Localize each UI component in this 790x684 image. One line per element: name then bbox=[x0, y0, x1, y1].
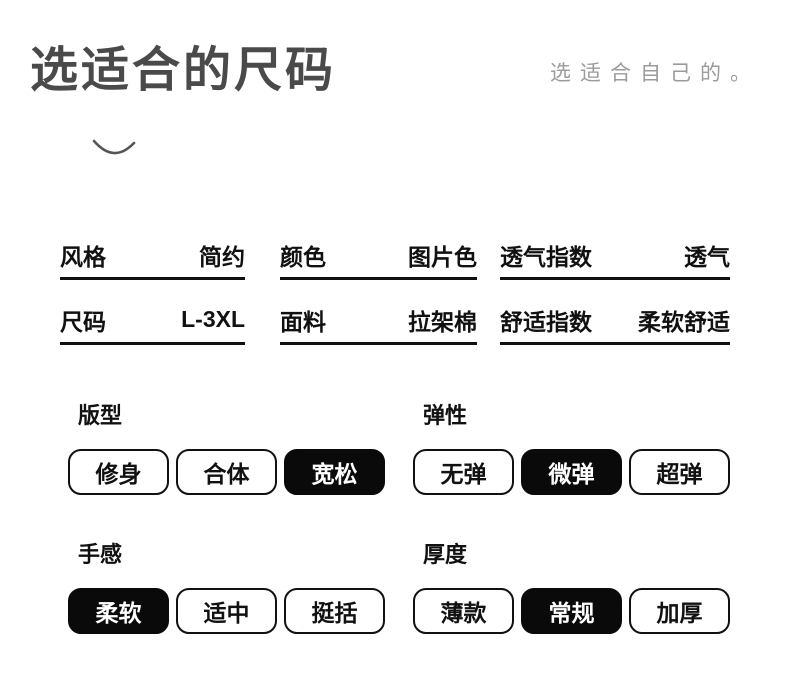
spec-row: 面料 拉架棉 bbox=[280, 297, 477, 345]
option-chip[interactable]: 柔软 bbox=[68, 588, 169, 634]
spec-row: 舒适指数 柔软舒适 bbox=[500, 297, 730, 345]
spec-column-1: 风格 简约 尺码 L-3XL bbox=[60, 232, 245, 362]
spec-value: 透气 bbox=[684, 243, 730, 270]
attribute-section-feel: 手感 柔软 适中 挺括 bbox=[68, 542, 398, 634]
spec-row: 颜色 图片色 bbox=[280, 232, 477, 280]
spec-value: 柔软舒适 bbox=[638, 308, 730, 335]
spec-label: 面料 bbox=[280, 308, 326, 335]
attribute-label: 弹性 bbox=[423, 403, 468, 428]
option-chip-row: 修身 合体 宽松 bbox=[68, 449, 398, 495]
attribute-section-elasticity: 弹性 无弹 微弹 超弹 bbox=[413, 403, 743, 495]
attribute-section-fit: 版型 修身 合体 宽松 bbox=[68, 403, 398, 495]
page-subtitle: 选适合自己的。 bbox=[550, 62, 760, 85]
spec-column-2: 颜色 图片色 面料 拉架棉 bbox=[280, 232, 477, 362]
option-chip[interactable]: 常规 bbox=[521, 588, 622, 634]
option-chip[interactable]: 无弹 bbox=[413, 449, 514, 495]
option-chip[interactable]: 宽松 bbox=[284, 449, 385, 495]
option-chip[interactable]: 挺括 bbox=[284, 588, 385, 634]
option-chip[interactable]: 超弹 bbox=[629, 449, 730, 495]
attribute-label: 版型 bbox=[78, 403, 123, 428]
option-chip[interactable]: 加厚 bbox=[629, 588, 730, 634]
option-chip[interactable]: 微弹 bbox=[521, 449, 622, 495]
spec-label: 风格 bbox=[60, 243, 106, 270]
spec-value: 图片色 bbox=[408, 243, 477, 270]
spec-value: L-3XL bbox=[181, 306, 245, 332]
option-chip-row: 柔软 适中 挺括 bbox=[68, 588, 398, 634]
spec-row: 尺码 L-3XL bbox=[60, 297, 245, 345]
attribute-label: 厚度 bbox=[423, 542, 468, 567]
page-title: 选适合的尺码 bbox=[30, 44, 337, 97]
option-chip[interactable]: 修身 bbox=[68, 449, 169, 495]
smile-arc-icon bbox=[92, 139, 136, 155]
option-chip[interactable]: 合体 bbox=[176, 449, 277, 495]
spec-value: 简约 bbox=[199, 243, 245, 270]
spec-label: 颜色 bbox=[280, 243, 326, 270]
spec-label: 尺码 bbox=[60, 308, 106, 335]
spec-label: 舒适指数 bbox=[500, 308, 592, 335]
option-chip[interactable]: 薄款 bbox=[413, 588, 514, 634]
option-chip-row: 无弹 微弹 超弹 bbox=[413, 449, 743, 495]
attribute-section-thickness: 厚度 薄款 常规 加厚 bbox=[413, 542, 743, 634]
spec-row: 透气指数 透气 bbox=[500, 232, 730, 280]
attribute-label: 手感 bbox=[78, 542, 123, 567]
spec-column-3: 透气指数 透气 舒适指数 柔软舒适 bbox=[500, 232, 730, 362]
spec-row: 风格 简约 bbox=[60, 232, 245, 280]
option-chip-row: 薄款 常规 加厚 bbox=[413, 588, 743, 634]
option-chip[interactable]: 适中 bbox=[176, 588, 277, 634]
spec-label: 透气指数 bbox=[500, 243, 592, 270]
spec-value: 拉架棉 bbox=[408, 308, 477, 335]
